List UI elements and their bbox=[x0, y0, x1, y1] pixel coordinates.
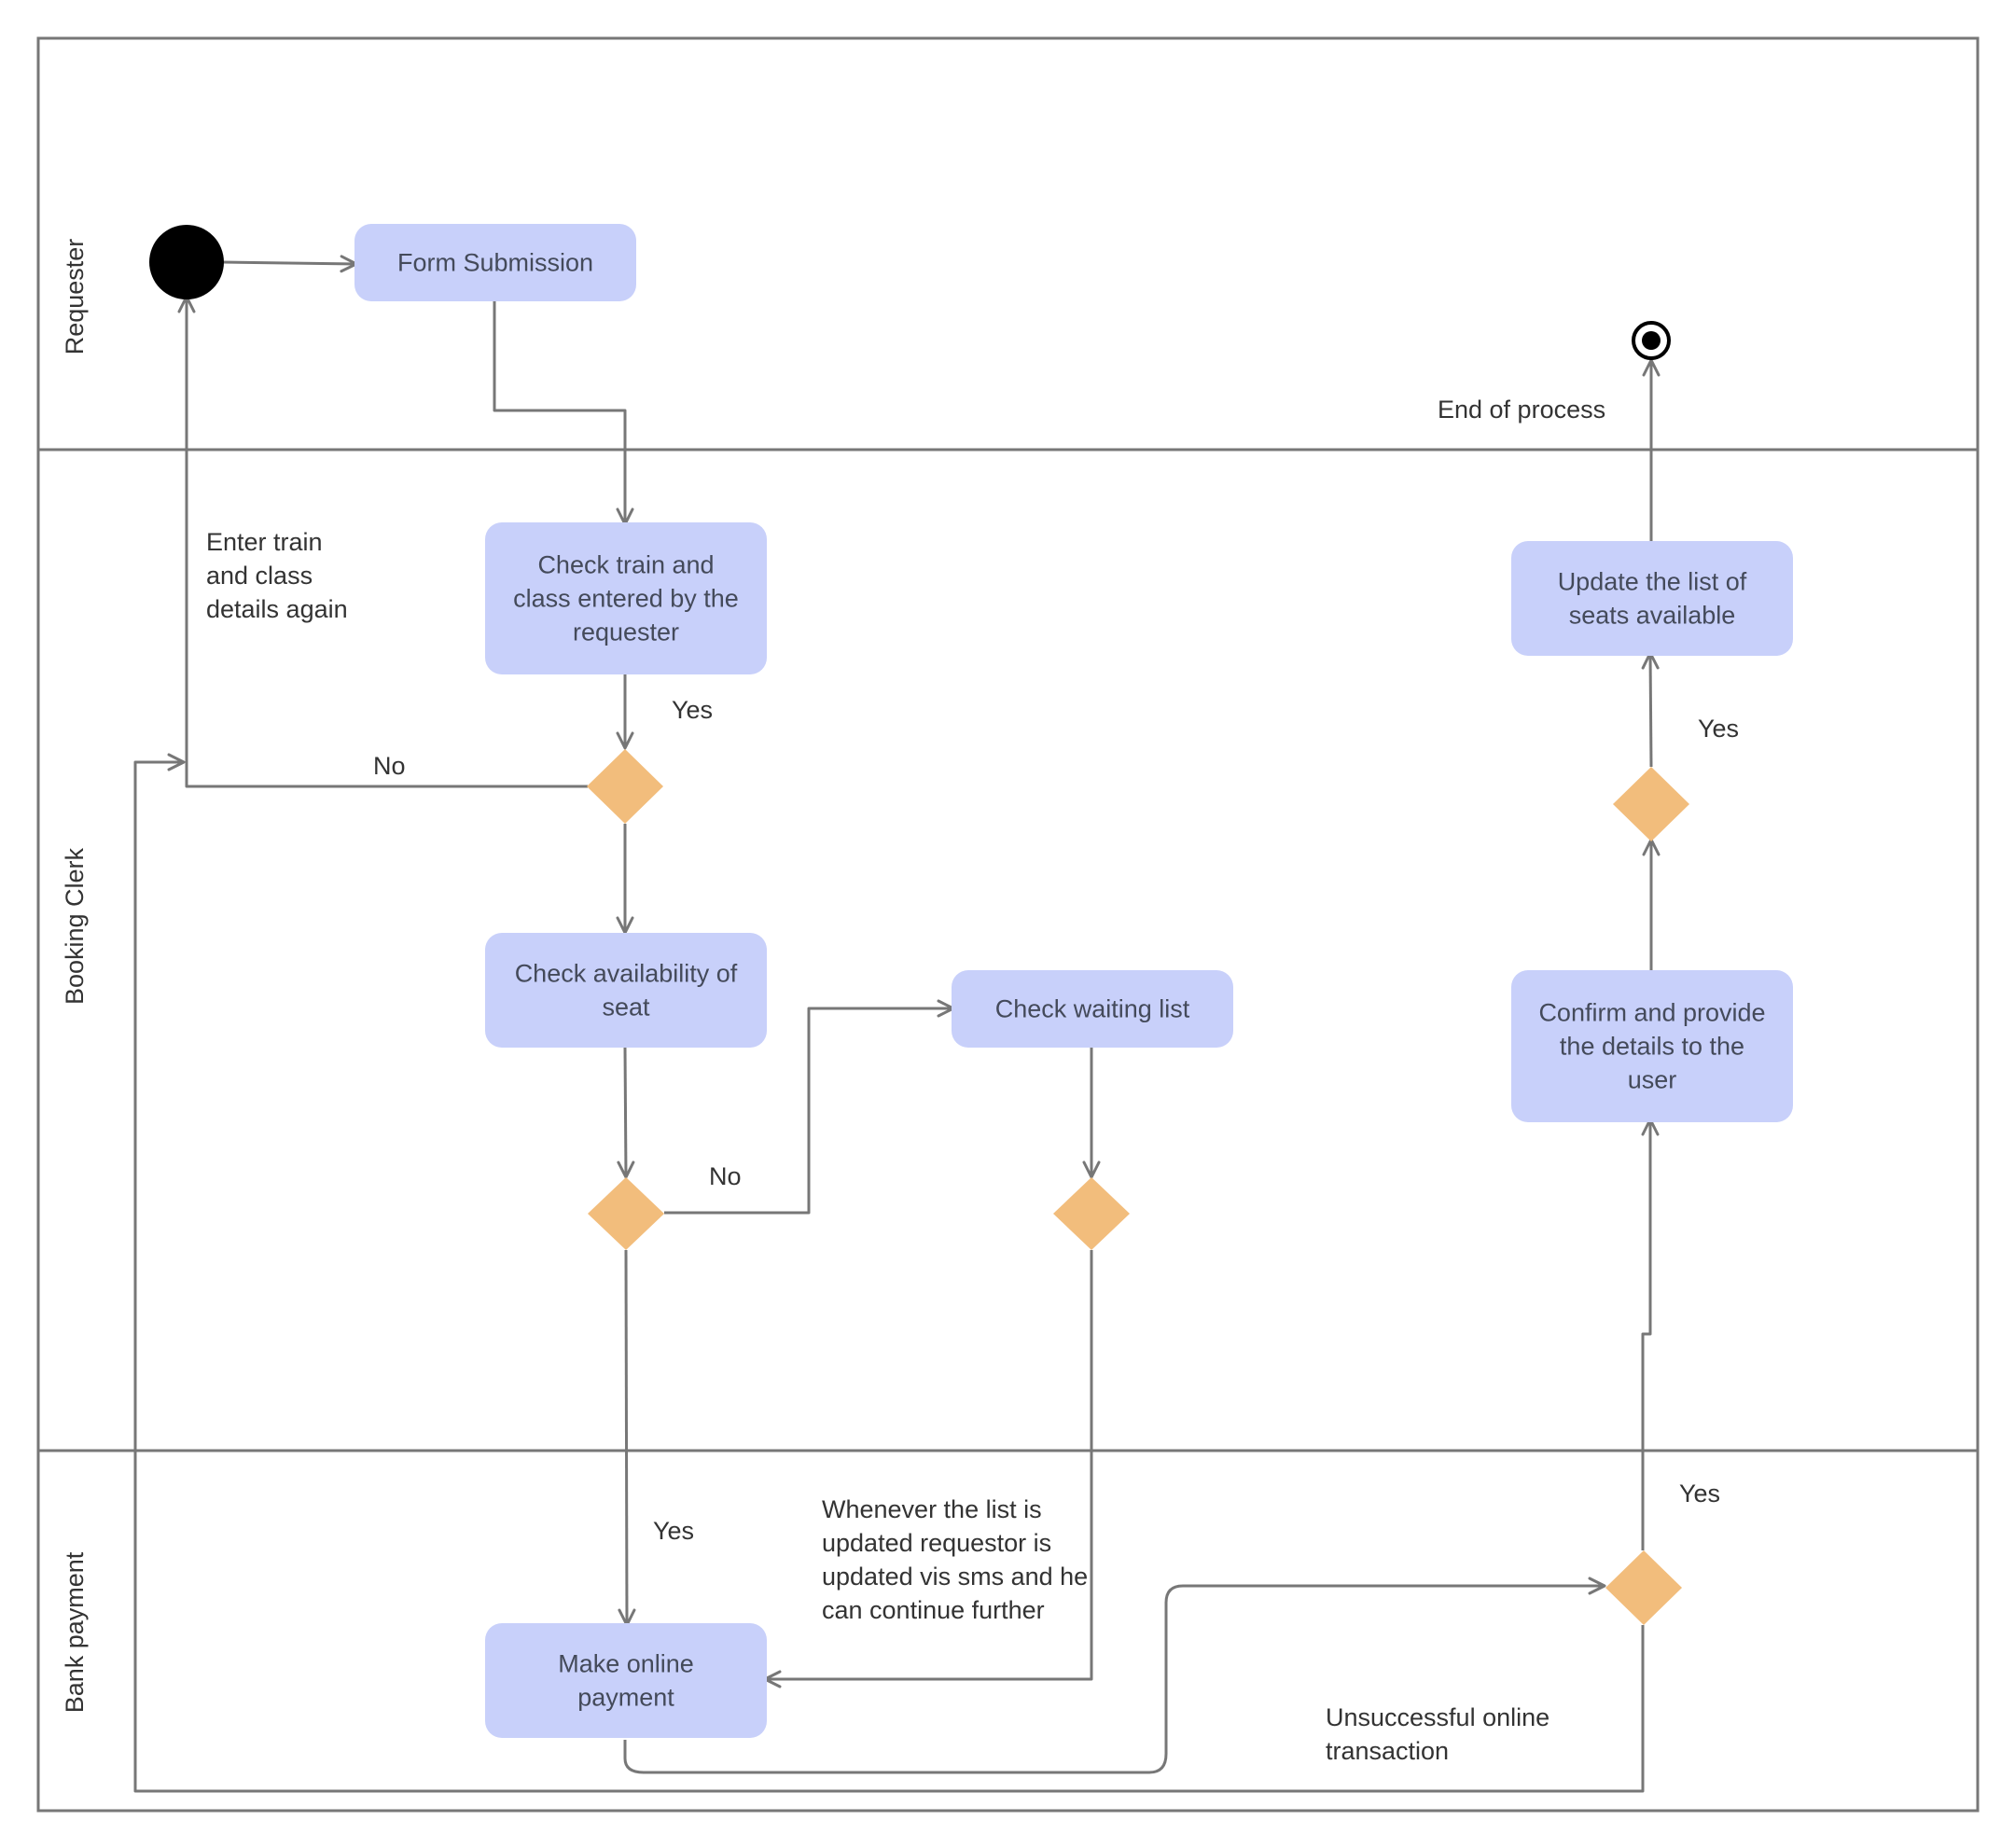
label-enter-again: Enter train bbox=[206, 528, 323, 556]
activity-text-line: requester bbox=[573, 618, 679, 646]
edge-availability-to-decision bbox=[617, 1047, 635, 1179]
activity-box bbox=[485, 522, 767, 674]
label-end-process: End of process bbox=[1438, 396, 1605, 424]
edge-unsuccessful-back bbox=[133, 753, 1645, 1793]
activity-make-payment: Make online payment bbox=[485, 1623, 767, 1738]
lane-label-bank-payment: Bank payment bbox=[61, 1551, 89, 1713]
label-sms-note: Whenever the list is bbox=[822, 1495, 1042, 1523]
activity-text-line: Check train and bbox=[537, 551, 714, 579]
label-yes-payment: Yes bbox=[1679, 1480, 1720, 1508]
connectors bbox=[133, 255, 1661, 1793]
label-sms-note: can continue further bbox=[822, 1596, 1045, 1624]
swimlane-frame bbox=[36, 36, 1980, 1813]
label-unsuccessful: transaction bbox=[1326, 1737, 1449, 1765]
activity-box bbox=[485, 933, 767, 1048]
activity-update-seats: Update the list of seats available bbox=[1511, 541, 1793, 656]
lane-label-booking-clerk: Booking Clerk bbox=[61, 847, 89, 1005]
decision-nodes bbox=[587, 749, 1689, 1625]
label-sms-note: updated requestor is bbox=[822, 1529, 1051, 1557]
edge-form-to-check-train bbox=[493, 300, 634, 526]
activity-text-line: seats available bbox=[1569, 602, 1736, 630]
edge-payment-yes-to-confirm bbox=[1641, 1118, 1660, 1550]
activity-check-waiting: Check waiting list bbox=[952, 970, 1233, 1048]
activity-text-line: Confirm and provide bbox=[1538, 999, 1765, 1027]
activity-confirm-details: Confirm and provide the details to the use… bbox=[1511, 970, 1793, 1122]
edge-decision-no-to-start bbox=[177, 295, 588, 788]
edge-start-to-form bbox=[221, 255, 358, 273]
label-enter-again: details again bbox=[206, 595, 348, 623]
activity-text-line: Form Submission bbox=[397, 249, 593, 277]
activity-text-line: Make online bbox=[558, 1650, 694, 1678]
label-yes-train: Yes bbox=[672, 696, 713, 724]
activity-text-line: seat bbox=[602, 993, 650, 1021]
start-node bbox=[149, 225, 224, 299]
label-yes-confirm: Yes bbox=[1698, 715, 1739, 743]
decision-confirmed bbox=[1613, 767, 1689, 841]
decision-payment-success bbox=[1605, 1550, 1682, 1625]
activity-box bbox=[354, 224, 636, 301]
activity-box bbox=[952, 970, 1233, 1048]
edge-payment-to-decision bbox=[623, 1577, 1606, 1774]
end-node bbox=[1632, 321, 1671, 360]
activity-check-train: Check train and class entered by the reque… bbox=[485, 522, 767, 674]
edge-decision-to-update bbox=[1641, 651, 1660, 768]
activity-box bbox=[1511, 970, 1793, 1122]
activity-text-line: Check waiting list bbox=[995, 995, 1190, 1023]
label-enter-again: and class bbox=[206, 562, 313, 590]
activity-text-line: user bbox=[1628, 1066, 1677, 1094]
label-yes-avail: Yes bbox=[653, 1517, 694, 1545]
edge-avail-yes-to-payment bbox=[618, 1249, 636, 1627]
activity-text-line: payment bbox=[577, 1684, 674, 1712]
label-sms-note: updated vis sms and he bbox=[822, 1563, 1088, 1591]
edge-waiting-decision-to-payment bbox=[763, 1250, 1093, 1688]
lane-label-requester: Requester bbox=[61, 239, 89, 355]
activity-text-line: Update the list of bbox=[1558, 568, 1747, 596]
activity-box bbox=[485, 1623, 767, 1738]
activity-text-line: class entered by the bbox=[513, 585, 739, 613]
label-no-train: No bbox=[373, 752, 406, 780]
activity-text-line: Check availability of bbox=[515, 960, 738, 988]
decision-seat-available bbox=[588, 1177, 664, 1250]
activity-form-submission: Form Submission bbox=[354, 224, 636, 301]
label-unsuccessful: Unsuccessful online bbox=[1326, 1703, 1549, 1731]
activity-check-availability: Check availability of seat bbox=[485, 933, 767, 1048]
decision-train-valid bbox=[587, 749, 663, 824]
activity-box bbox=[1511, 541, 1793, 656]
decision-waiting-list bbox=[1053, 1177, 1130, 1250]
label-no-avail: No bbox=[709, 1162, 742, 1190]
edge-avail-no-to-waiting bbox=[664, 999, 955, 1215]
activity-text-line: the details to the bbox=[1560, 1033, 1744, 1061]
